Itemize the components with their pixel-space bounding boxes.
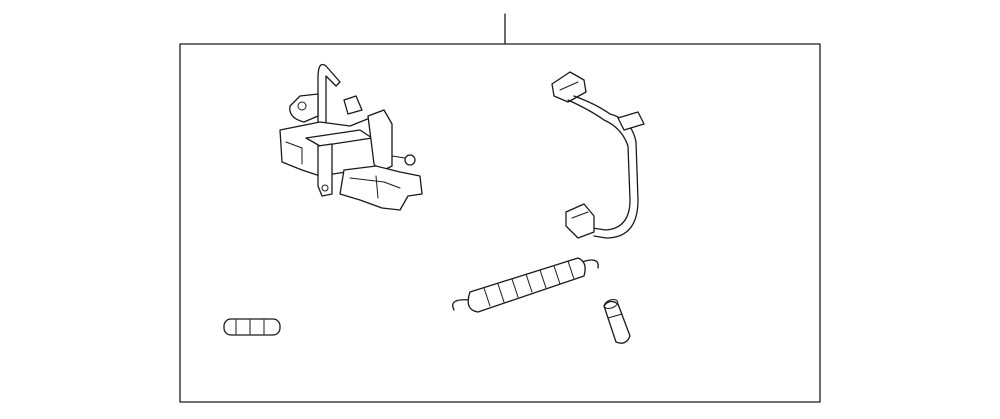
spring-icon <box>452 257 599 313</box>
short-pin <box>603 299 631 344</box>
hood-latch-assembly <box>279 63 423 211</box>
bushing-icon <box>223 318 281 336</box>
pin-icon <box>603 299 631 344</box>
release-cable-harness <box>551 71 645 239</box>
cable-icon <box>551 71 645 239</box>
kit-frame <box>179 43 821 403</box>
small-bushing <box>223 318 281 336</box>
tension-spring <box>452 257 599 313</box>
latch-icon <box>279 63 423 211</box>
